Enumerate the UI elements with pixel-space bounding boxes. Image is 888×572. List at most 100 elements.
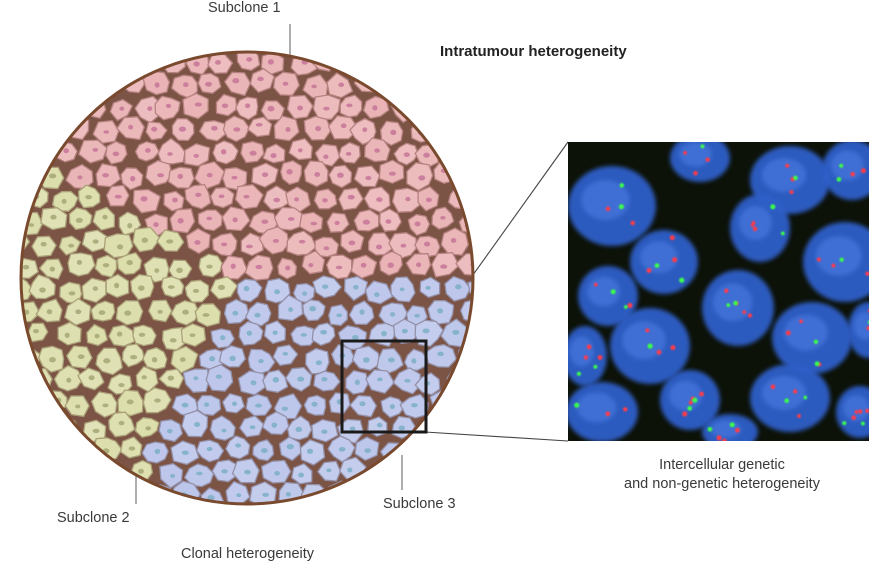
- red-signal: [865, 271, 869, 276]
- cell-nucleus: [85, 194, 93, 200]
- green-signal: [842, 421, 847, 426]
- cell-nucleus: [385, 219, 392, 224]
- cell-nucleus: [194, 102, 202, 107]
- cell-nucleus: [311, 84, 317, 89]
- red-signal: [865, 408, 869, 414]
- cell-nucleus: [298, 472, 304, 478]
- green-signal: [871, 325, 875, 329]
- nucleus-highlight: [762, 375, 806, 410]
- cell-nucleus: [415, 262, 422, 268]
- cell-nucleus: [114, 194, 122, 199]
- cell-nucleus: [364, 448, 372, 453]
- cell-nucleus: [286, 443, 294, 450]
- cell-nucleus: [320, 329, 328, 335]
- cell: [313, 370, 341, 392]
- cell-nucleus: [159, 493, 166, 498]
- cell-nucleus: [229, 355, 236, 362]
- red-signal: [831, 263, 836, 268]
- cell-nucleus: [172, 197, 178, 203]
- green-signal: [619, 183, 625, 188]
- cell-nucleus: [68, 243, 75, 248]
- cell-nucleus: [315, 360, 323, 366]
- cell-nucleus: [467, 353, 473, 359]
- cell-nucleus: [137, 285, 145, 291]
- cell-nucleus: [126, 260, 133, 266]
- green-signal: [867, 320, 869, 325]
- cell: [197, 209, 223, 232]
- red-signal: [646, 268, 652, 273]
- green-signal: [593, 364, 598, 369]
- green-signal: [726, 303, 731, 307]
- cell-nucleus: [298, 239, 306, 244]
- red-signal: [724, 288, 729, 293]
- cell-nucleus: [374, 292, 380, 298]
- cell-nucleus: [75, 309, 82, 315]
- red-signal: [688, 400, 693, 405]
- intercellular-heterogeneity-caption: Intercellular genetic and non-genetic he…: [572, 456, 872, 494]
- red-signal: [656, 349, 662, 355]
- cell-nucleus: [220, 149, 227, 155]
- cell-nucleus: [195, 471, 203, 476]
- cell-nucleus: [145, 148, 151, 153]
- cell-nucleus: [94, 333, 100, 339]
- nucleus-highlight: [669, 380, 702, 411]
- cell-nucleus: [243, 194, 250, 199]
- cell-nucleus: [49, 173, 57, 179]
- cell: [78, 139, 108, 164]
- cell-nucleus: [411, 358, 417, 364]
- red-signal: [672, 257, 678, 263]
- cell-nucleus: [244, 469, 251, 475]
- green-signal: [814, 361, 820, 367]
- cell-nucleus: [98, 310, 106, 315]
- red-signal: [705, 157, 710, 162]
- cell-nucleus: [181, 402, 189, 408]
- green-signal: [610, 289, 616, 295]
- cell-nucleus: [338, 490, 344, 496]
- cell-nucleus: [49, 356, 56, 363]
- cell-nucleus: [202, 313, 210, 317]
- cell-nucleus: [220, 335, 226, 341]
- cell-nucleus: [170, 58, 177, 63]
- subclone-1-label: Subclone 1: [208, 0, 281, 16]
- cell-nucleus: [177, 173, 184, 180]
- cell: [198, 120, 227, 142]
- cell-nucleus: [359, 401, 366, 407]
- cell-nucleus: [340, 123, 347, 129]
- cell-nucleus: [77, 354, 85, 360]
- cell-nucleus: [169, 338, 177, 343]
- green-signal: [687, 406, 692, 411]
- cell-nucleus: [13, 239, 20, 243]
- red-signal: [747, 313, 753, 318]
- green-signal: [839, 257, 844, 262]
- cell: [182, 92, 209, 120]
- cell-nucleus: [77, 175, 83, 180]
- cell-nucleus: [323, 106, 330, 111]
- nucleus-highlight: [576, 392, 617, 423]
- cell: [31, 235, 57, 258]
- cell-nucleus: [153, 222, 159, 228]
- green-signal: [733, 300, 738, 306]
- red-signal: [866, 326, 869, 331]
- cell-nucleus: [49, 266, 56, 272]
- red-signal: [752, 226, 758, 232]
- cell: [28, 274, 56, 300]
- nucleus-highlight: [831, 150, 864, 181]
- cell: [154, 95, 181, 121]
- cell-nucleus: [92, 239, 99, 244]
- cell-nucleus: [128, 446, 136, 451]
- cell-nucleus: [66, 377, 72, 383]
- cell-nucleus: [206, 264, 213, 269]
- cell-nucleus: [76, 259, 83, 265]
- red-signal: [858, 409, 863, 414]
- cell: [455, 252, 473, 277]
- red-signal: [751, 220, 756, 225]
- cell-nucleus: [22, 264, 30, 270]
- cell-nucleus: [145, 426, 152, 431]
- cell-nucleus: [437, 308, 444, 314]
- cell-nucleus: [221, 242, 228, 247]
- cell-nucleus: [306, 448, 314, 454]
- cell-nucleus: [154, 82, 160, 88]
- cell-nucleus: [400, 243, 407, 248]
- cell-nucleus: [455, 284, 462, 290]
- cell-nucleus: [217, 284, 226, 291]
